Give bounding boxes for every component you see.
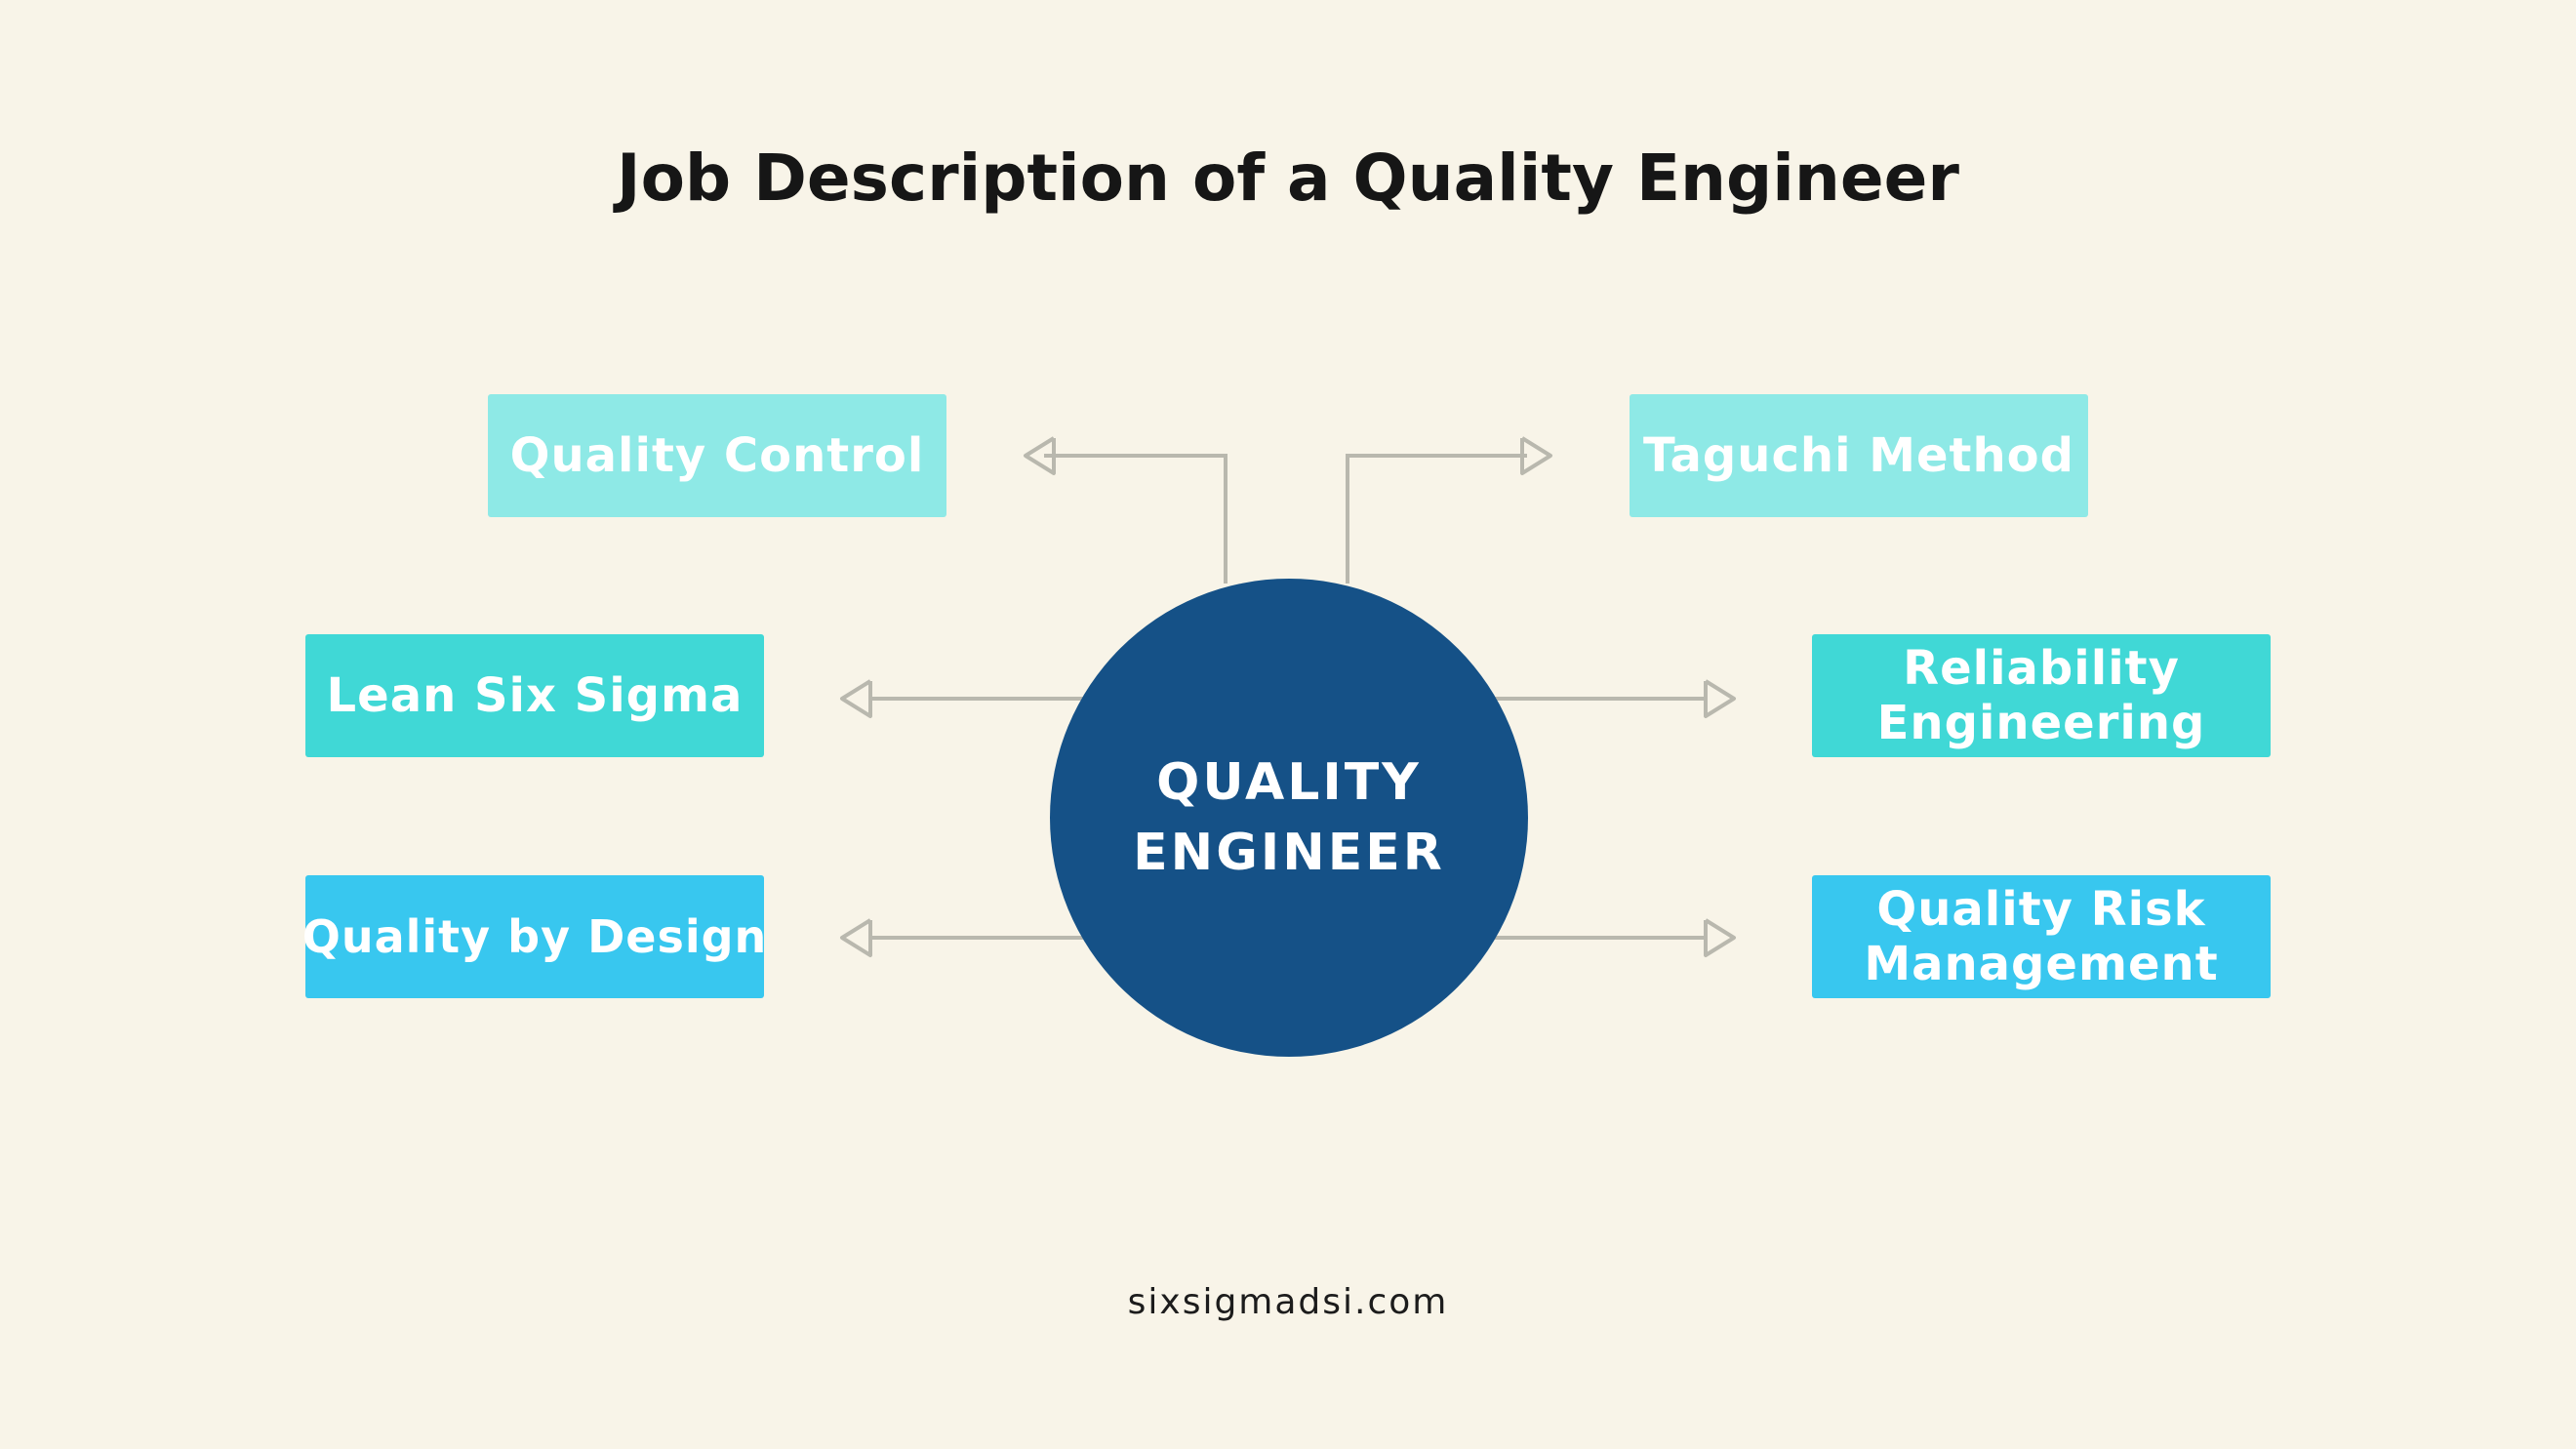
arrowhead-middle-right [1704, 679, 1736, 718]
page-title: Job Description of a Quality Engineer [617, 141, 1959, 216]
arrowhead-bottom-left [840, 918, 872, 957]
connector-top-left [1044, 454, 1228, 584]
hub-circle: QUALITY ENGINEER [1050, 579, 1528, 1057]
arrowhead-top-left [1024, 436, 1056, 475]
node-lean-six-sigma: Lean Six Sigma [305, 634, 764, 757]
hub-label: QUALITY ENGINEER [1133, 753, 1445, 882]
node-taguchi-method: Taguchi Method [1630, 394, 2088, 517]
node-quality-control: Quality Control [488, 394, 946, 517]
footer-source: sixsigmadsi.com [1127, 1282, 1449, 1322]
arrowhead-middle-left [840, 679, 872, 718]
connector-top-right [1346, 454, 1527, 584]
arrowhead-bottom-right [1704, 918, 1736, 957]
node-quality-by-design: Quality by Design [302, 875, 766, 998]
node-reliability-engineering: Reliability Engineering [1812, 634, 2271, 757]
node-quality-risk-management: Quality Risk Management [1812, 875, 2271, 998]
arrowhead-top-right [1520, 436, 1552, 475]
